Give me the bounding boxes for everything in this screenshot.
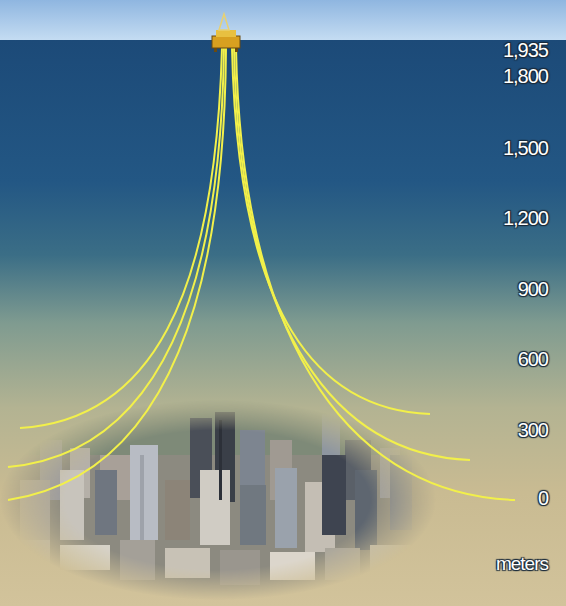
depth-label: 1,935 <box>503 40 548 60</box>
depth-label: 1,200 <box>503 208 548 228</box>
depth-label: meters <box>496 554 548 573</box>
city-picture <box>0 395 440 605</box>
drilling-platform <box>212 14 240 52</box>
depth-label: 600 <box>518 349 548 369</box>
sea-and-seabed <box>0 40 566 606</box>
well-paths <box>8 48 515 500</box>
sky <box>0 0 566 40</box>
depth-label: 900 <box>518 279 548 299</box>
depth-label: 300 <box>518 420 548 440</box>
depth-label: 1,800 <box>503 66 548 86</box>
depth-label: 1,500 <box>503 138 548 158</box>
depth-label: 0 <box>538 488 548 508</box>
